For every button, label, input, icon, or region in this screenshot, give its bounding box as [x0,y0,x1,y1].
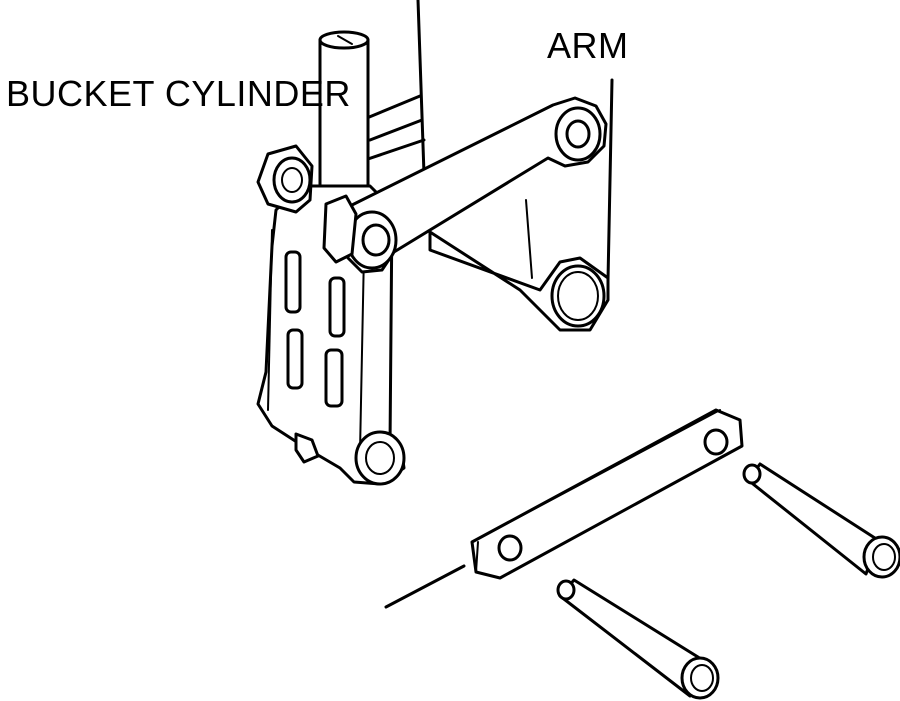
arm-label: ARM [547,25,629,66]
flat-link [384,408,744,609]
bucket-cylinder-boss [256,144,314,214]
vertical-link-lower-boss [354,430,406,486]
pin-right [742,462,900,579]
pin-left [556,578,720,700]
bucket-cylinder-label: BUCKET CYLINDER [6,73,351,114]
bucket-cylinder-rod [318,30,370,188]
upper-link [322,96,608,274]
